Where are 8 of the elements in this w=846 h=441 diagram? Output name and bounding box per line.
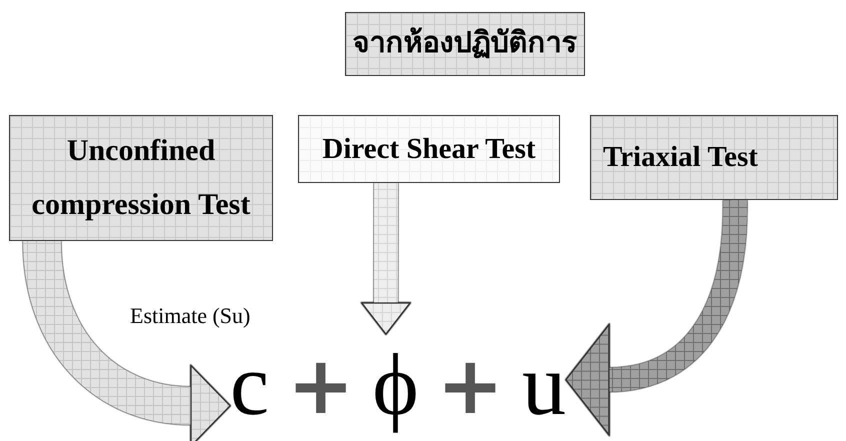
block-arrow [566, 200, 748, 436]
test-box: Unconfined compression Test [9, 115, 273, 241]
heading-box: จากห้องปฏิบัติการ [345, 12, 585, 76]
test-box: Direct Shear Test [298, 115, 560, 183]
block-arrow [361, 183, 410, 335]
block-arrow [23, 240, 231, 441]
formula-text: c + ϕ + u [230, 334, 566, 438]
test-box: Triaxial Test [590, 115, 838, 200]
